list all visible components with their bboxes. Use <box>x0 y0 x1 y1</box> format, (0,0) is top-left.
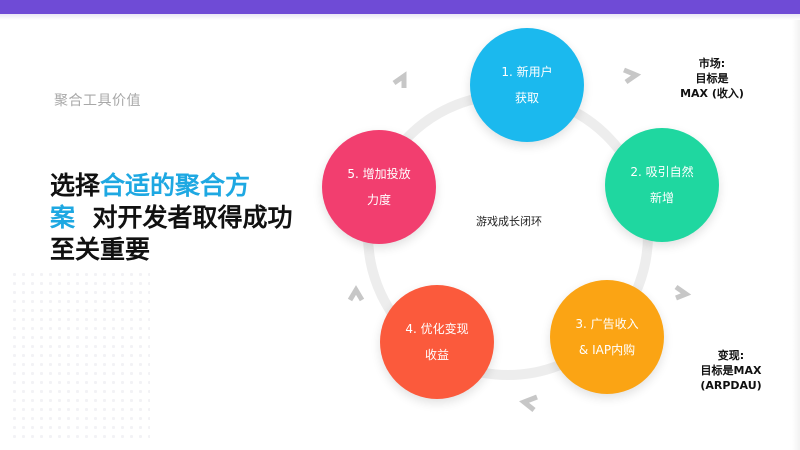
node-2-line-2: 新增 <box>649 191 674 205</box>
node-2-line-1: 2. 吸引自然 <box>630 165 694 179</box>
section-label: 聚合工具价值 <box>54 93 141 109</box>
cycle-center-label: 游戏成长闭环 <box>476 215 542 228</box>
cycle-node-user-acquisition: 1. 新用户 获取 <box>470 28 584 142</box>
top-accent-bar <box>0 0 800 14</box>
node-5-line-1: 5. 增加投放 <box>347 167 411 181</box>
node-4-line-1: 4. 优化变现 <box>405 322 469 336</box>
market-goal-note: 市场: 目标是 MAX (收入) <box>662 56 762 101</box>
chevron-arrow-icon <box>623 67 642 85</box>
market-note-line-3: MAX (收入) <box>680 87 744 100</box>
top-bar-shadow <box>0 14 800 20</box>
market-note-line-1: 市场: <box>698 57 726 70</box>
node-1-line-1: 1. 新用户 <box>501 65 553 79</box>
chevron-arrow-icon <box>392 71 407 88</box>
page-headline: 选择合适的聚合方案 对开发者取得成功至关重要 <box>50 170 300 266</box>
chevron-arrow-icon <box>519 394 538 412</box>
market-note-line-2: 目标是 <box>695 72 729 85</box>
decorative-dot-pattern <box>10 270 150 440</box>
monetization-note-line-2: 目标是MAX <box>700 364 762 377</box>
node-5-line-2: 力度 <box>366 193 391 207</box>
cycle-node-organic-growth: 2. 吸引自然 新增 <box>605 128 719 242</box>
monetization-note-line-3: (ARPDAU) <box>700 379 762 392</box>
cycle-node-optimize-monetization: 4. 优化变现 收益 <box>380 285 494 399</box>
node-3-line-1: 3. 广告收入 <box>575 317 639 331</box>
node-3-line-2: & IAP内购 <box>578 343 636 357</box>
monetization-note-line-1: 变现: <box>717 349 745 362</box>
slide-edge-shadow <box>792 20 800 450</box>
node-1-line-2: 获取 <box>514 91 539 105</box>
cycle-node-ad-iap-revenue: 3. 广告收入 & IAP内购 <box>550 280 664 394</box>
headline-highlight: 合适的聚合方案 <box>50 171 251 232</box>
headline-part-2: 对开发者取得成功至关重要 <box>50 203 293 264</box>
chevron-arrow-icon <box>674 284 692 301</box>
cycle-node-increase-spend: 5. 增加投放 力度 <box>322 130 436 244</box>
monetization-goal-note: 变现: 目标是MAX (ARPDAU) <box>686 348 776 393</box>
chevron-arrow-icon <box>347 285 365 302</box>
node-4-line-2: 收益 <box>424 348 449 362</box>
headline-part-1: 选择 <box>50 171 101 200</box>
